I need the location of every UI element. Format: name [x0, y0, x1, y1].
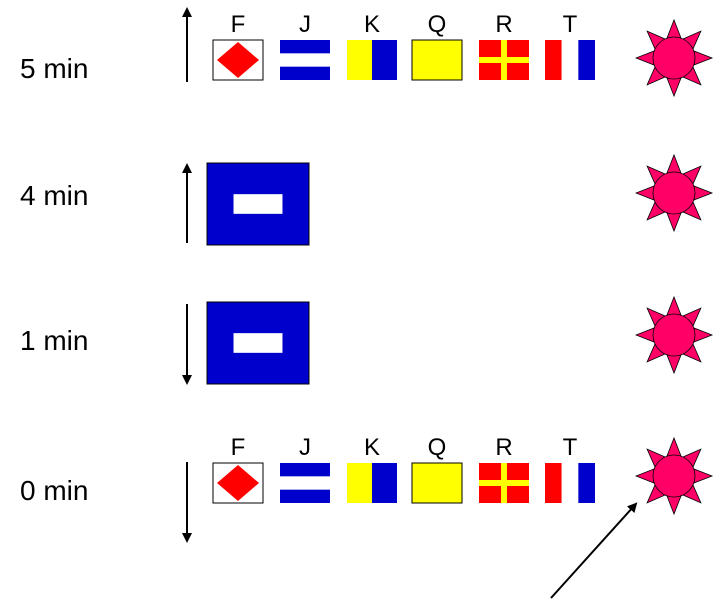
signal-row: 0 min F J K Q R T	[20, 434, 714, 543]
signal-ray	[666, 77, 682, 98]
flag-letter: Q	[428, 434, 447, 461]
flag-f-icon	[212, 39, 264, 81]
flag-letter: K	[364, 11, 380, 38]
signal-disc	[652, 454, 696, 498]
flag-t-icon	[545, 40, 595, 80]
flag-q-icon	[411, 462, 463, 504]
signal-ray	[693, 468, 714, 484]
flag-letter: R	[495, 434, 512, 461]
flag-letter: F	[231, 434, 246, 461]
sound-signal-icon	[634, 295, 714, 375]
signal-ray	[666, 295, 682, 316]
flag-letter: T	[563, 434, 578, 461]
time-label: 4 min	[20, 180, 88, 211]
signal-disc	[652, 313, 696, 357]
flag-r-icon	[479, 463, 529, 503]
signal-ray	[634, 50, 655, 66]
flag-q-icon	[411, 39, 463, 81]
flag-letter: J	[299, 434, 311, 461]
signal-ray	[634, 468, 655, 484]
signal-ray	[666, 436, 682, 457]
signal-ray	[693, 327, 714, 343]
sound-signal-icon	[634, 153, 714, 233]
time-label: 1 min	[20, 325, 88, 356]
signal-ray	[634, 327, 655, 343]
sound-signal-icon	[634, 18, 714, 98]
sound-signal-icon	[634, 436, 714, 516]
signal-ray	[693, 50, 714, 66]
signal-disc	[652, 36, 696, 80]
flag-t-icon	[545, 463, 595, 503]
pointer-arrow-icon	[550, 502, 638, 599]
flag-f-icon	[212, 462, 264, 504]
flag-letter: Q	[428, 11, 447, 38]
flag-j-icon	[280, 40, 330, 80]
flag-letter: K	[364, 434, 380, 461]
signal-ray	[666, 212, 682, 233]
signal-ray	[666, 354, 682, 375]
signal-disc	[652, 171, 696, 215]
signal-ray	[666, 495, 682, 516]
flag-k-icon	[347, 40, 397, 80]
flag-k-icon	[347, 463, 397, 503]
flag-p-icon	[206, 301, 310, 385]
time-label: 0 min	[20, 475, 88, 506]
flag-j-icon	[280, 463, 330, 503]
flag-p-icon	[206, 162, 310, 246]
signal-ray	[666, 18, 682, 39]
signal-row: 5 min F J K Q R T	[20, 7, 714, 98]
flag-letter: T	[563, 11, 578, 38]
signal-row: 1 min	[20, 295, 714, 385]
flag-letter: R	[495, 11, 512, 38]
flag-letter: J	[299, 11, 311, 38]
flag-letter: F	[231, 11, 246, 38]
signal-row: 4 min	[20, 153, 714, 246]
time-label: 5 min	[20, 53, 88, 84]
signal-ray	[693, 185, 714, 201]
signal-ray	[634, 185, 655, 201]
flag-r-icon	[479, 40, 529, 80]
signal-ray	[666, 153, 682, 174]
